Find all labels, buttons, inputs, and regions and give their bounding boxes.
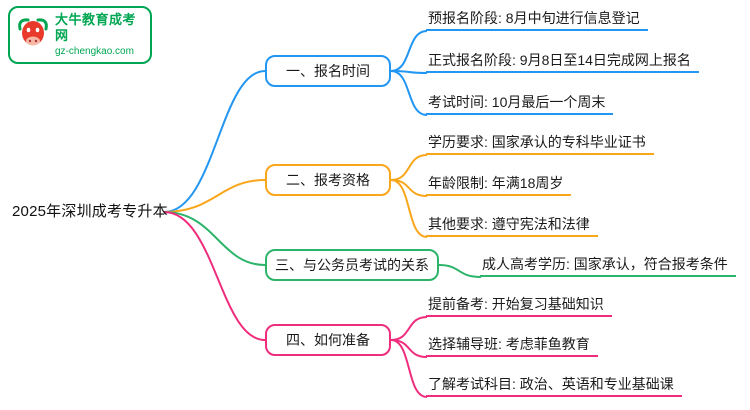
mindmap-root-node: 2025年深圳成考专升本 xyxy=(12,203,168,220)
logo-title: 大牛教育成考网 xyxy=(55,11,137,43)
leaf-node-other-requirement: 其他要求: 遵守宪法和法律 xyxy=(426,215,598,237)
branch-node-civil-service-relation: 三、与公务员考试的关系 xyxy=(265,249,439,281)
leaf-node-pre-registration: 预报名阶段: 8月中旬进行信息登记 xyxy=(426,9,648,31)
branch-node-registration-time: 一、报名时间 xyxy=(265,55,391,87)
branch-node-preparation: 四、如何准备 xyxy=(265,324,391,356)
logo-url: gz-chengkao.com xyxy=(55,46,134,57)
leaf-node-age-limit: 年龄限制: 年满18周岁 xyxy=(426,174,572,196)
branch-node-eligibility: 二、报考资格 xyxy=(265,164,391,196)
leaf-node-tutoring-class: 选择辅导班: 考虑菲鱼教育 xyxy=(426,335,598,357)
site-logo: 大牛教育成考网 gz-chengkao.com xyxy=(8,6,152,64)
leaf-node-education-requirement: 学历要求: 国家承认的专科毕业证书 xyxy=(426,133,654,155)
leaf-node-degree-recognition: 成人高考学历: 国家承认，符合报考条件 xyxy=(480,255,736,277)
bull-icon xyxy=(16,15,50,56)
leaf-node-exam-subjects: 了解考试科目: 政治、英语和专业基础课 xyxy=(426,375,682,397)
leaf-node-early-prep: 提前备考: 开始复习基础知识 xyxy=(426,295,612,317)
leaf-node-formal-registration: 正式报名阶段: 9月8日至14日完成网上报名 xyxy=(426,51,699,73)
leaf-node-exam-time: 考试时间: 10月最后一个周末 xyxy=(426,93,614,115)
